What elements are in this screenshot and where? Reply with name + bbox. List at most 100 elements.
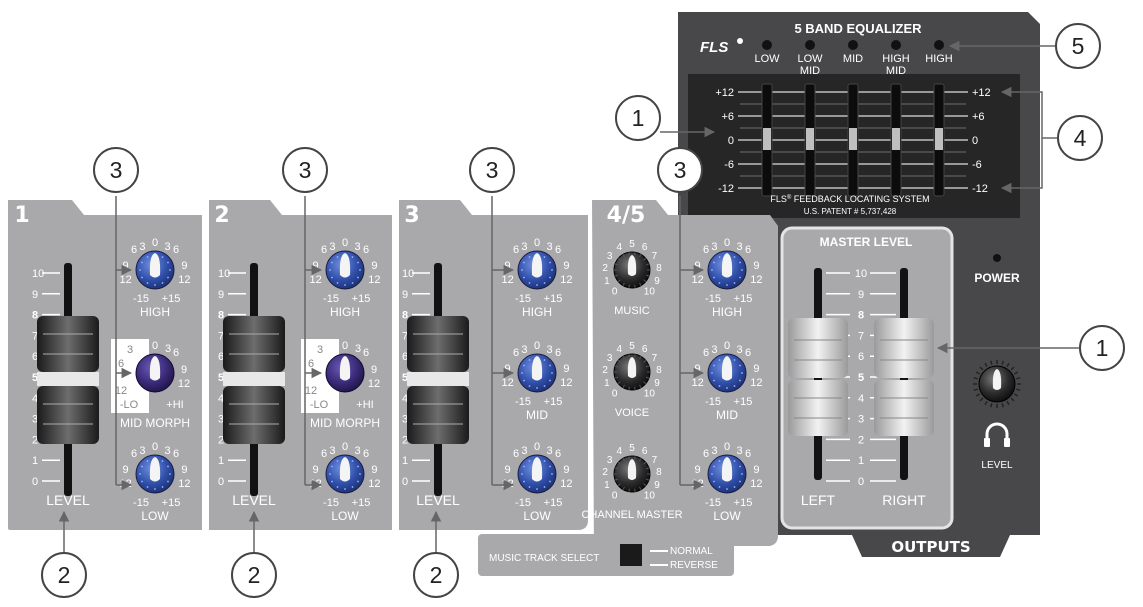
- master-right-label: RIGHT: [882, 492, 926, 508]
- knob-scale-label: 9: [563, 464, 569, 476]
- eq-band-led: [934, 40, 944, 50]
- knob-scale-label: 0: [342, 441, 348, 453]
- knob-pointer: [339, 457, 351, 482]
- eq-band-label: HIGH: [925, 53, 953, 65]
- knob-scale-label: 3: [139, 241, 145, 253]
- callout-number: 2: [430, 562, 443, 588]
- eq-slider-2[interactable]: [847, 83, 859, 197]
- eq-slider-1[interactable]: [804, 83, 816, 197]
- knob-scale-label: 6: [555, 244, 561, 256]
- morph-scale-label: -LO: [120, 399, 139, 411]
- knob-scale-label: -15: [323, 293, 339, 305]
- eq-slider-4[interactable]: [933, 83, 945, 197]
- knob-scale-label: +15: [544, 293, 563, 305]
- fader-scale-label: 8: [32, 310, 38, 322]
- knob-scale-label: +HI: [356, 399, 373, 411]
- callout-3: 3: [469, 147, 515, 193]
- fader-scale-label: 2: [218, 434, 224, 446]
- knob-label: LOW: [141, 509, 169, 523]
- knob-scale-label: 12: [560, 274, 572, 286]
- callout-1: 1: [1079, 325, 1125, 371]
- master-scale-label: 7: [858, 330, 864, 342]
- knob-scale-label: 0: [612, 389, 618, 400]
- knob-scale-label: 9: [181, 364, 187, 376]
- callout-number: 5: [1072, 33, 1085, 59]
- knob-scale-label: 9: [654, 276, 660, 287]
- knob-scale-label: 12: [368, 274, 380, 286]
- knob-scale-label: 3: [711, 344, 717, 356]
- master-right-fader[interactable]: [874, 318, 934, 436]
- fader-cap[interactable]: [37, 316, 99, 444]
- fader-scale-label: 7: [402, 330, 408, 342]
- knob-scale-label: 7: [652, 353, 658, 364]
- fader-scale-label: 0: [218, 476, 224, 488]
- master-scale-label: 10: [855, 268, 867, 280]
- eq-title: 5 BAND EQUALIZER: [794, 21, 922, 36]
- master-scale-label: 2: [858, 434, 864, 446]
- knob-label: LOW: [713, 509, 741, 523]
- eq-slider-3[interactable]: [890, 83, 902, 197]
- callout-2: 2: [41, 552, 87, 598]
- fader-cap[interactable]: [223, 316, 285, 444]
- callout-number: 2: [58, 562, 71, 588]
- eq-band-2: MID: [843, 40, 863, 65]
- knob-pointer: [339, 253, 351, 278]
- knob-label: MUSIC: [614, 305, 650, 317]
- knob-label: HIGH: [330, 305, 360, 319]
- knob-scale-label: 2: [602, 365, 608, 376]
- knob-scale-label: 6: [363, 448, 369, 460]
- knob-scale-label: 12: [750, 478, 762, 490]
- knob-scale-label: +15: [544, 396, 563, 408]
- channel-number: 4/5: [607, 203, 646, 228]
- knob-scale-label: +HI: [166, 399, 183, 411]
- knob-scale-label: -15: [323, 497, 339, 509]
- knob-pointer: [721, 253, 733, 278]
- music-track-switch[interactable]: [620, 544, 642, 566]
- callout-1: 1: [615, 95, 661, 141]
- knob-scale-label: 6: [513, 347, 519, 359]
- knob-scale-label: 4: [617, 344, 623, 355]
- knob-scale-label: 0: [342, 237, 348, 249]
- knob-scale-label: 6: [745, 347, 751, 359]
- master-left-fader[interactable]: [788, 318, 848, 436]
- morph-scale-label: 3: [317, 344, 323, 356]
- fader-scale-label: 0: [402, 476, 408, 488]
- knob-scale-label: +15: [162, 497, 181, 509]
- channel-number: 3: [404, 203, 419, 228]
- fader-level-label: LEVEL: [416, 492, 460, 508]
- knob-scale-label: 3: [547, 344, 553, 356]
- headphone-level-knob[interactable]: [973, 360, 1021, 408]
- knob-scale-label: 5: [629, 239, 635, 250]
- fader-cap[interactable]: [407, 316, 469, 444]
- master-scale-label: 1: [858, 455, 864, 467]
- eq-scale-left: 0: [728, 135, 734, 147]
- morph-scale-label: 6: [308, 358, 314, 370]
- knob-scale-label: 0: [534, 441, 540, 453]
- eq-scale-right: +12: [972, 87, 991, 99]
- eq-slider-0[interactable]: [761, 83, 773, 197]
- knob-scale-label: 3: [355, 445, 361, 457]
- music-track-reverse: REVERSE: [670, 560, 718, 571]
- knob-scale-label: 6: [642, 242, 648, 253]
- eq-band-label: MID: [800, 65, 820, 77]
- callout-number: 3: [110, 157, 123, 183]
- channel-number: 2: [214, 203, 229, 228]
- master-scale-label: 8: [858, 310, 864, 322]
- knob-scale-label: 3: [607, 353, 613, 364]
- knob-scale-label: 3: [355, 343, 361, 355]
- music-track-normal: NORMAL: [670, 546, 713, 557]
